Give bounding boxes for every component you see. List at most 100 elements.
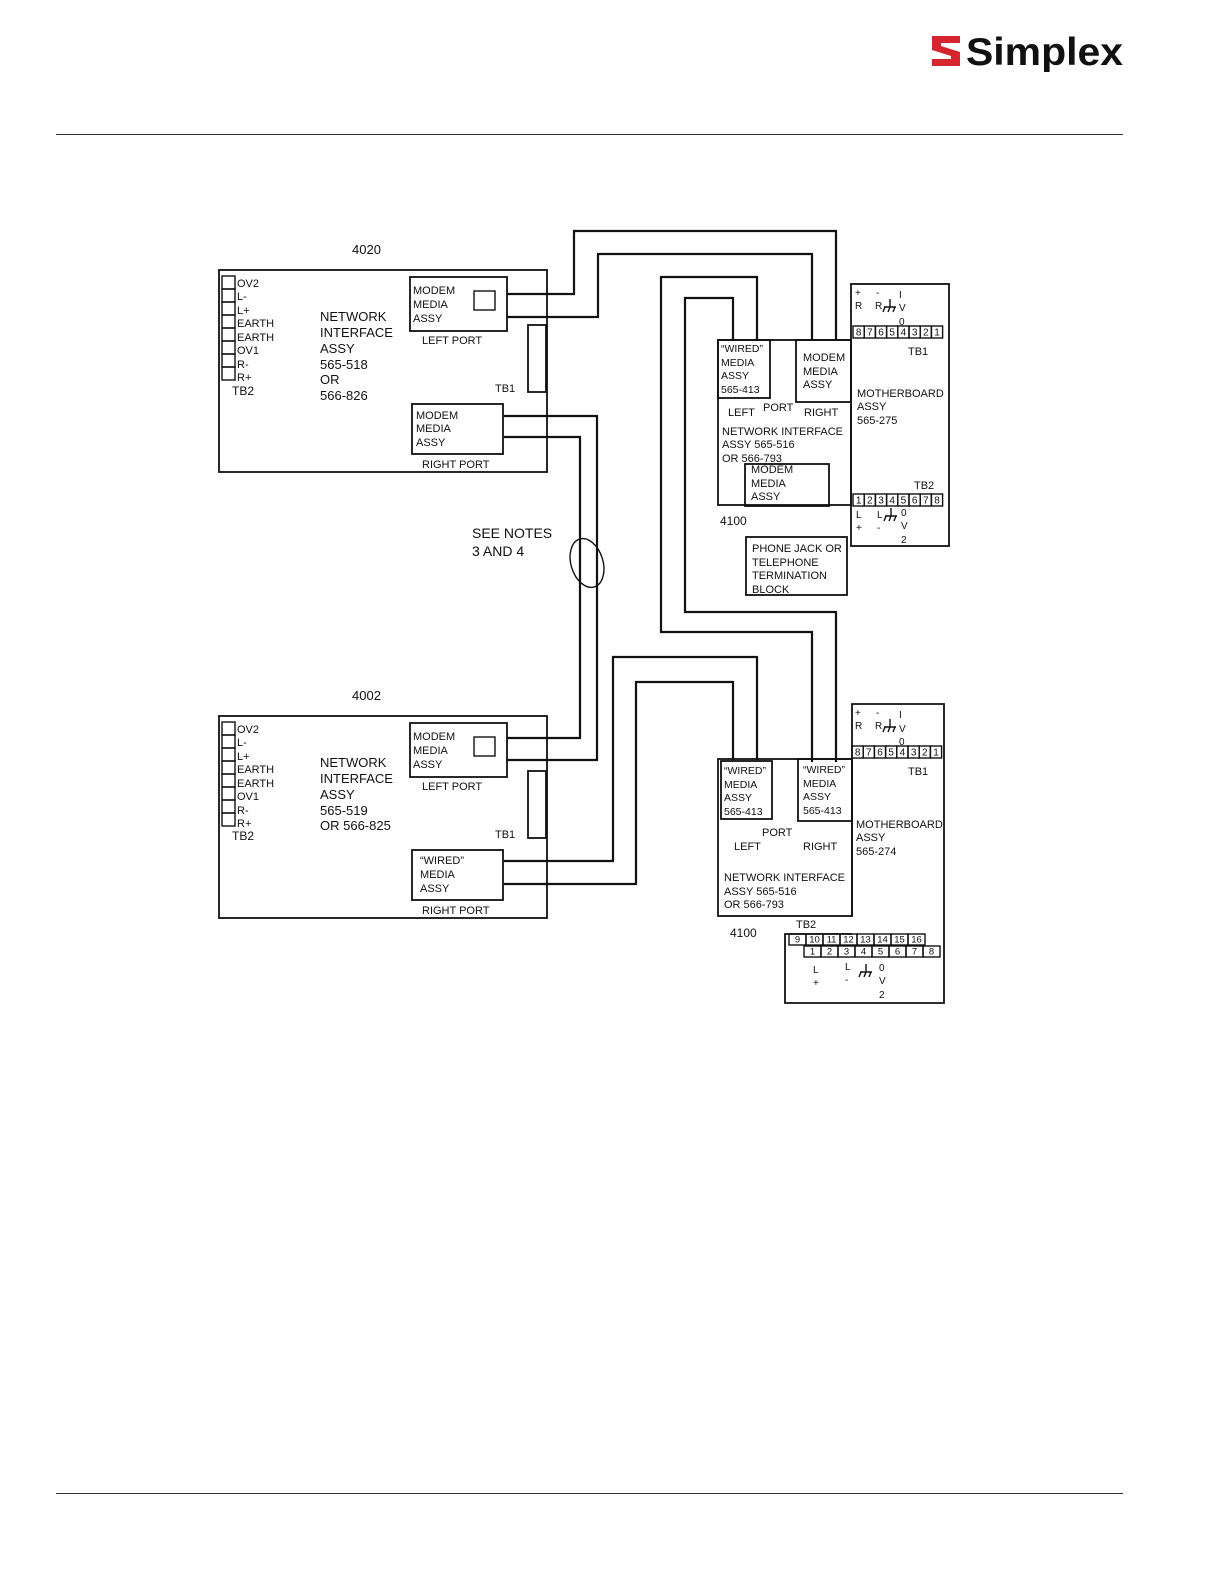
tb1-label: TB1 bbox=[908, 766, 928, 778]
terminal-number: 5 bbox=[878, 947, 883, 958]
terminal-number: 15 bbox=[894, 935, 905, 946]
tb1-terminal-block bbox=[527, 770, 547, 839]
terminal-number: 7 bbox=[912, 947, 917, 958]
tb2-symbol: V bbox=[879, 976, 886, 987]
panel-4002: 4002 OV2 L- L+ EARTH EARTH OV1 R- R+ TB2 bbox=[218, 688, 548, 919]
tb1-symbol: 0 bbox=[899, 737, 905, 748]
terminal-number: 13 bbox=[860, 935, 871, 946]
media-line: “WIRED” bbox=[724, 765, 766, 777]
port-label: PORT bbox=[762, 827, 793, 839]
media-line: MEDIA bbox=[724, 779, 757, 791]
notes-ellipse bbox=[569, 537, 605, 589]
media-box bbox=[411, 403, 504, 455]
phone-line: TELEPHONE bbox=[752, 557, 819, 569]
terminal-number: 7 bbox=[923, 496, 929, 507]
earth-ground-icon bbox=[883, 508, 897, 522]
terminal-cell bbox=[907, 933, 926, 946]
terminal-label: EARTH bbox=[237, 318, 274, 330]
terminal bbox=[221, 721, 236, 736]
wire bbox=[504, 414, 599, 762]
terminal-label: OV2 bbox=[237, 278, 259, 290]
tb2-label: TB2 bbox=[796, 919, 816, 931]
terminal-number: 5 bbox=[888, 748, 894, 759]
wire bbox=[504, 680, 735, 886]
terminal-number: 1 bbox=[856, 496, 862, 507]
tb1-symbol: + bbox=[855, 708, 861, 719]
mb-line: 565-275 bbox=[857, 415, 897, 427]
terminal-number: 5 bbox=[889, 328, 895, 339]
phone-line: PHONE JACK OR bbox=[752, 543, 842, 555]
terminal-label: R- bbox=[237, 359, 249, 371]
terminal-label: OV2 bbox=[237, 724, 259, 736]
tb2-label: TB2 bbox=[232, 384, 254, 398]
tb1-symbol: R bbox=[875, 301, 882, 312]
media-box bbox=[409, 276, 508, 332]
port-right-label: RIGHT bbox=[804, 407, 839, 419]
terminal bbox=[221, 314, 236, 329]
panel-4100-bottom: “WIRED” MEDIA ASSY 565-413 “WIRED” MEDIA… bbox=[717, 703, 945, 1004]
nia-line: NETWORK INTERFACE bbox=[722, 426, 843, 438]
media-line: MEDIA bbox=[416, 423, 452, 435]
mb-line: 565-274 bbox=[856, 846, 896, 858]
earth-ground-icon bbox=[858, 964, 872, 978]
nia-line: OR bbox=[320, 372, 340, 387]
panel-4100-top: “WIRED” MEDIA ASSY 565-413 MODEM MEDIA A… bbox=[717, 283, 950, 596]
media-line: MODEM bbox=[413, 731, 455, 743]
media-line: MODEM bbox=[803, 352, 845, 364]
nia-line: ASSY 565-516 bbox=[722, 439, 795, 451]
right-media-assy: MODEM MEDIA ASSY RIGHT PORT bbox=[411, 403, 504, 471]
wire bbox=[659, 275, 814, 762]
media-line: MEDIA bbox=[420, 869, 456, 881]
terminal-number: 9 bbox=[795, 935, 800, 946]
inner-media-box bbox=[744, 463, 830, 507]
tb1-symbol: V bbox=[899, 303, 906, 314]
terminal-number: 2 bbox=[923, 328, 929, 339]
terminal-number: 16 bbox=[911, 935, 922, 946]
port-right-label: RIGHT bbox=[803, 841, 838, 853]
panel-title: 4100 bbox=[720, 514, 747, 528]
media-line: MEDIA bbox=[413, 745, 449, 757]
tb1-label: TB1 bbox=[495, 829, 515, 841]
header-rule bbox=[56, 134, 1123, 135]
terminal bbox=[221, 799, 236, 814]
tb2-symbol: + bbox=[856, 523, 862, 534]
terminal-cell bbox=[929, 745, 943, 759]
media-line: ASSY bbox=[721, 370, 749, 382]
simplex-s-logo-icon bbox=[932, 36, 960, 66]
terminal-number: 2 bbox=[867, 496, 873, 507]
tb1-symbols: + - I R R V 0 bbox=[855, 708, 906, 748]
terminal bbox=[221, 812, 236, 827]
phone-line: TERMINATION bbox=[752, 570, 827, 582]
nia-line: 565-519 bbox=[320, 803, 368, 818]
motherboard bbox=[850, 283, 950, 547]
port-label: RIGHT PORT bbox=[422, 459, 490, 471]
nia-line: OR 566-793 bbox=[722, 453, 782, 465]
terminal-number: 8 bbox=[929, 947, 934, 958]
media-line: MEDIA bbox=[751, 478, 787, 490]
terminal bbox=[221, 353, 236, 368]
panel-4020: 4020 OV2 L- L+ EARTH EARTH OV1 R- R+ TB2 bbox=[218, 242, 548, 473]
media-line: ASSY bbox=[420, 883, 450, 895]
terminal-number: 12 bbox=[843, 935, 854, 946]
port-label: LEFT PORT bbox=[422, 781, 482, 793]
terminal-number: 6 bbox=[877, 748, 883, 759]
tb2-symbol: L bbox=[856, 510, 862, 521]
port-label: PORT bbox=[763, 402, 794, 414]
see-notes-label: SEE NOTES 3 AND 4 bbox=[472, 525, 552, 559]
modem-chip-icon bbox=[473, 290, 496, 311]
nia-line: NETWORK INTERFACE bbox=[724, 872, 845, 884]
tb1-symbol: I bbox=[899, 290, 902, 301]
terminal-number: 1 bbox=[934, 328, 940, 339]
tb2-symbol: V bbox=[901, 521, 908, 532]
terminal-cell bbox=[930, 325, 944, 339]
terminal bbox=[221, 747, 236, 762]
terminal-label: L- bbox=[237, 737, 247, 749]
terminal-label: R+ bbox=[237, 818, 251, 830]
media-line: ASSY bbox=[413, 313, 443, 325]
media-line: MEDIA bbox=[721, 357, 754, 369]
port-left-label: LEFT bbox=[728, 407, 755, 419]
simplex-logo: Simplex bbox=[932, 31, 1123, 72]
terminal-label: L- bbox=[237, 291, 247, 303]
